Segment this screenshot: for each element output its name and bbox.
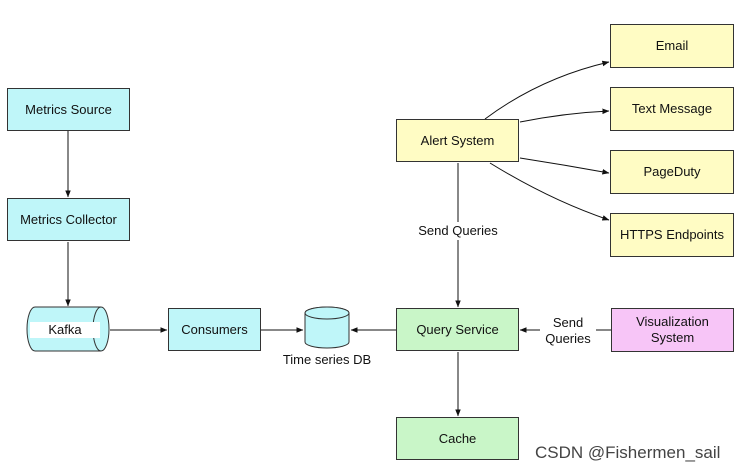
consumers-label: Consumers (181, 321, 248, 337)
time-series-db-label: Time series DB (282, 352, 372, 367)
pageduty-node: PageDuty (610, 150, 734, 194)
edge-label-visualization-line2: Queries (545, 330, 591, 346)
email-label: Email (655, 38, 689, 54)
edge-label-visualization-to-query: Send Queries (540, 314, 596, 348)
watermark: CSDN @Fishermen_sail (535, 443, 721, 462)
https-endpoints-node: HTTPS Endpoints (610, 213, 734, 257)
edge-label-alert-to-query: Send Queries (408, 222, 508, 240)
https-endpoints-label: HTTPS Endpoints (619, 227, 725, 243)
cache-label: Cache (438, 430, 477, 446)
visualization-system-label-line1: Visualization (636, 314, 709, 330)
metrics-source-node: Metrics Source (7, 88, 130, 131)
text-message-label: Text Message (631, 101, 713, 117)
edge-alert-to-https-endpoints (489, 162, 610, 221)
edge-alert-to-pageduty (519, 157, 610, 175)
email-node: Email (610, 24, 734, 68)
alert-system-label: Alert System (420, 132, 495, 148)
visualization-system-label-line2: System (650, 330, 695, 345)
edge-alert-to-email (484, 60, 610, 120)
visualization-system-node: Visualization System (611, 308, 734, 352)
edge-label-visualization-line1: Send (552, 315, 584, 330)
time-series-db-shape (304, 306, 350, 349)
pageduty-label: PageDuty (643, 164, 701, 180)
consumers-node: Consumers (168, 308, 261, 351)
edge-alert-to-text-message (519, 108, 610, 123)
kafka-label: Kafka (30, 322, 100, 338)
query-service-label: Query Service (416, 321, 499, 337)
metrics-collector-node: Metrics Collector (7, 198, 130, 241)
alert-system-node: Alert System (396, 119, 519, 162)
metrics-source-label: Metrics Source (25, 101, 112, 117)
metrics-collector-label: Metrics Collector (20, 211, 117, 227)
text-message-node: Text Message (610, 87, 734, 131)
cache-node: Cache (396, 417, 519, 460)
query-service-node: Query Service (396, 308, 519, 351)
